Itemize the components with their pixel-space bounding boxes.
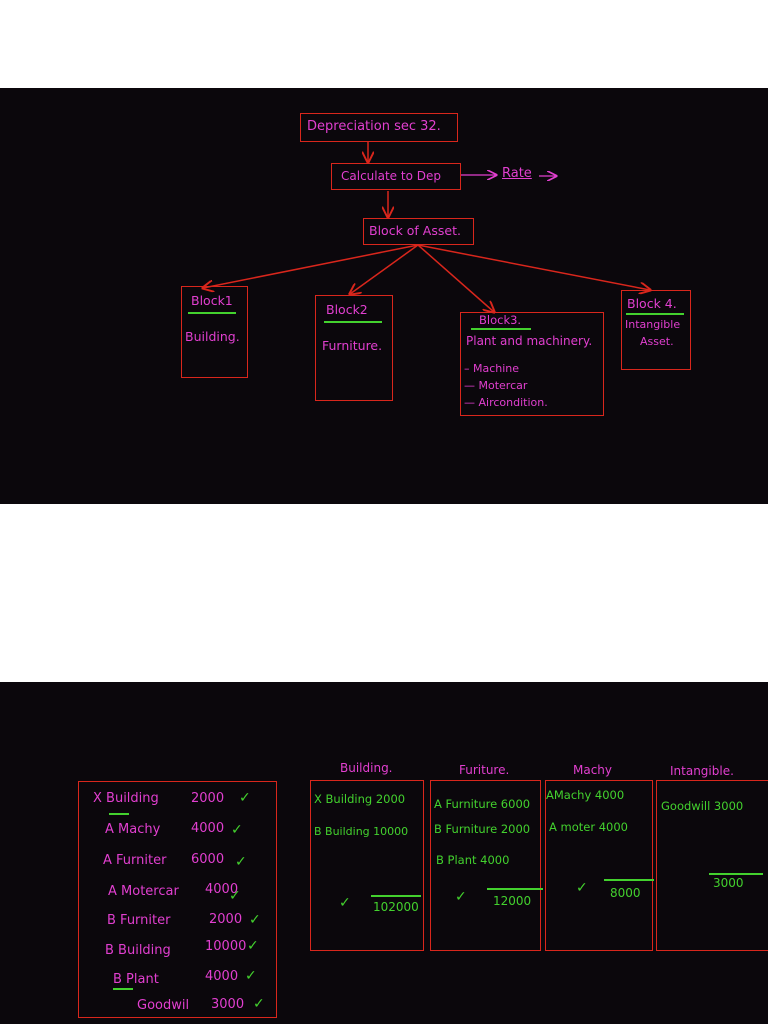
block1-item: Building. [185,329,240,344]
building-column: X Building 2000 B Building 10000 ✓ 10200… [310,780,424,951]
column-header-intangible: Intangible. [670,764,734,778]
block1-node: Block1 Building. [181,286,248,378]
block4-node: Block 4. Intangible Asset. [621,290,691,370]
list-item: A Machy [105,822,161,837]
column-total: 102000 [373,900,419,914]
list-item: X Building [93,791,159,806]
asset-grouping-board: X Building 2000 A Machy 4000 A Furniter … [0,682,768,1024]
block3-node: Block3. Plant and machinery. – Machine —… [460,312,604,416]
block2-node: Block2 Furniture. [315,295,393,401]
list-item: B Furniter [107,913,171,928]
block-of-asset-node: Block of Asset. [363,218,474,245]
check-icon: ✓ [239,790,251,806]
column-entry: B Building 10000 [314,825,409,838]
list-value: 10000 [205,939,247,954]
arrow-to-block4 [417,244,650,290]
block2-title: Block2 [326,302,368,317]
root-node: Depreciation sec 32. [300,113,458,142]
total-rule [709,873,763,875]
block4-underline [626,313,684,315]
check-icon: ✓ [247,938,259,954]
list-value: 3000 [211,997,245,1012]
block3-heading: Plant and machinery. [466,334,593,348]
arrow-to-block2 [350,244,419,294]
block4-title: Block 4. [627,296,677,311]
list-item: B Plant [113,972,159,987]
block2-item: Furniture. [322,338,383,353]
check-icon: ✓ [253,996,265,1012]
total-rule [604,879,654,881]
block3-item: – Machine [464,362,520,375]
block4-item: Intangible [625,318,681,331]
list-underline [109,813,129,815]
column-entry: A moter 4000 [549,820,628,834]
arrow-to-block1 [203,244,419,288]
column-entry: B Plant 4000 [436,853,510,867]
asset-list-box: X Building 2000 A Machy 4000 A Furniter … [78,781,277,1018]
column-entry: Goodwill 3000 [661,799,744,813]
list-item: A Motercar [108,884,179,899]
list-value: 4000 [205,882,239,897]
check-icon: ✓ [229,888,241,904]
column-entry: B Furniture 2000 [434,822,531,836]
block1-title: Block1 [191,293,233,308]
list-value: 2000 [209,912,243,927]
list-item: B Building [105,943,171,958]
column-total: 3000 [713,876,744,890]
block3-item: — Motercar [464,379,528,392]
block3-title: Block3. [479,313,522,327]
block4-item: Asset. [640,335,674,348]
column-header-building: Building. [340,761,393,775]
list-underline [113,988,133,990]
list-value: 4000 [205,969,239,984]
column-header-machy: Machy [573,763,613,777]
total-rule [371,895,421,897]
rate-label: Rate [502,166,532,181]
block3-item: — Aircondition. [464,396,548,409]
column-total: 8000 [610,886,641,900]
check-icon: ✓ [235,854,247,870]
check-icon: ✓ [249,912,261,928]
total-rule [487,888,543,890]
column-total: 12000 [493,894,532,908]
list-value: 4000 [191,821,225,836]
column-entry: AMachy 4000 [546,788,625,802]
block-of-asset-label: Block of Asset. [369,223,461,238]
block3-underline [471,328,531,330]
column-entry: A Furniture 6000 [434,797,531,811]
check-icon: ✓ [455,889,467,905]
column-entry: X Building 2000 [314,792,406,806]
list-item: A Furniter [103,853,167,868]
check-icon: ✓ [245,968,257,984]
block2-underline [324,321,382,323]
list-value: 2000 [191,791,225,806]
machy-column: AMachy 4000 A moter 4000 ✓ 8000 [545,780,654,951]
column-header-furniture: Furiture. [459,763,510,777]
diagram-connectors [0,142,768,504]
check-icon: ✓ [576,880,588,896]
check-icon: ✓ [231,822,243,838]
root-label: Depreciation sec 32. [307,119,441,134]
furniture-column: A Furniture 6000 B Furniture 2000 B Plan… [430,780,543,951]
check-icon: ✓ [339,895,351,911]
calc-node: Calculate to Dep [331,163,461,190]
block-of-assets-diagram: Depreciation sec 32. Calculate to Dep Ra… [0,88,768,504]
calc-label: Calculate to Dep [341,169,441,183]
list-value: 6000 [191,852,225,867]
list-item: Goodwil [137,998,190,1013]
block1-underline [188,312,236,314]
arrow-to-block3 [417,244,494,312]
intangible-column: Goodwill 3000 3000 [656,780,768,951]
